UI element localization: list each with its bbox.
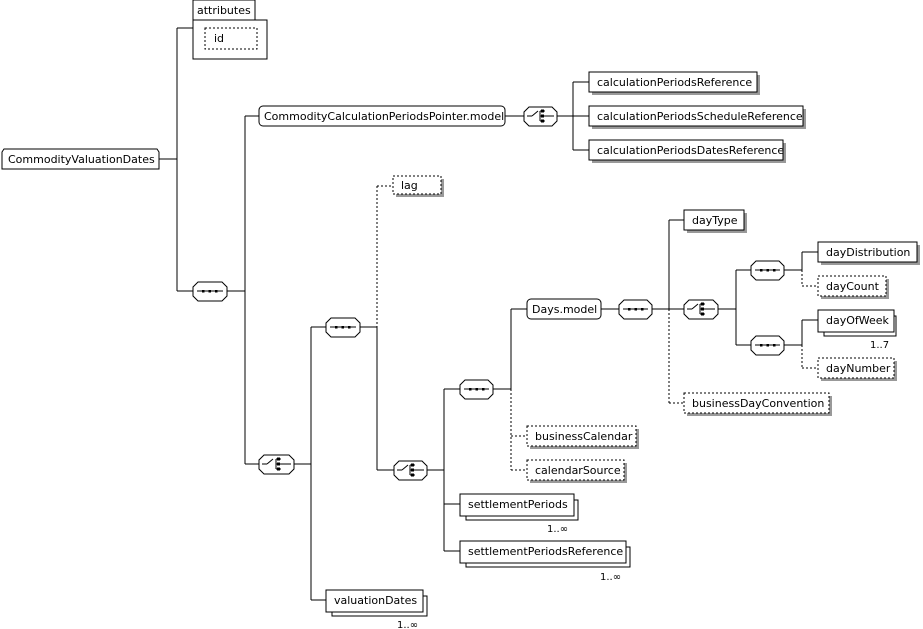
settlement-periods-label: settlementPeriods [468,498,568,511]
element-settlement-periods[interactable]: settlementPeriods 1..∞ [459,493,579,535]
sequence-compositor-days[interactable] [459,379,494,400]
day-type-label: dayType [692,214,738,227]
element-business-day-convention[interactable]: businessDayConvention [683,392,832,416]
element-calculation-periods-dates-reference[interactable]: calculationPeriodsDatesReference [588,139,786,163]
element-commodity-calculation-periods-pointer-model[interactable]: CommodityCalculationPeriodsPointer.model [258,105,506,127]
choice-compositor-days[interactable] [393,460,428,481]
element-calendar-source[interactable]: calendarSource [526,459,627,483]
calendar-source-label: calendarSource [535,464,621,477]
day-distribution-label: dayDistribution [826,246,910,259]
element-lag[interactable]: lag [392,175,444,197]
calculation-periods-schedule-reference-label: calculationPeriodsScheduleReference [597,110,803,123]
element-calculation-periods-schedule-reference[interactable]: calculationPeriodsScheduleReference [588,105,806,129]
day-number-label: dayNumber [826,362,891,375]
calculation-periods-reference-label: calculationPeriodsReference [597,76,752,89]
attributes-title: attributes [197,4,251,17]
attribute-id[interactable] [204,27,258,50]
settlement-periods-reference-label: settlementPeriodsReference [468,545,623,558]
element-days-model[interactable]: Days.model [526,298,602,320]
valuation-dates-label: valuationDates [334,594,417,607]
pointer-model-label: CommodityCalculationPeriodsPointer.model [264,110,504,123]
root-element-label: CommodityValuationDates [8,153,155,166]
connector-lines [159,27,818,601]
element-day-distribution[interactable]: dayDistribution [817,241,920,265]
element-calculation-periods-reference[interactable]: calculationPeriodsReference [588,71,760,95]
element-day-of-week[interactable]: dayOfWeek 1..7 [817,309,897,351]
root-element-commodity-valuation-dates[interactable]: CommodityValuationDates [1,148,160,170]
element-day-count[interactable]: dayCount [817,275,889,299]
element-day-type[interactable]: dayType [683,209,747,233]
sequence-compositor-day-of-week[interactable] [750,335,785,356]
lag-label: lag [401,179,418,192]
element-business-calendar[interactable]: businessCalendar [526,425,639,449]
day-count-label: dayCount [826,280,880,293]
settlement-periods-cardinality: 1..∞ [547,524,568,535]
calculation-periods-dates-reference-label: calculationPeriodsDatesReference [597,144,784,157]
element-settlement-periods-reference[interactable]: settlementPeriodsReference 1..∞ [459,540,631,583]
sequence-compositor-lag[interactable] [325,317,361,338]
day-of-week-cardinality: 1..7 [870,340,889,351]
sequence-compositor-root[interactable] [192,281,228,302]
attribute-id-label: id [214,32,224,45]
settlement-periods-reference-cardinality: 1..∞ [600,572,621,583]
element-day-number[interactable]: dayNumber [817,357,897,381]
choice-compositor-main[interactable] [258,454,295,475]
choice-compositor-pointer[interactable] [523,106,558,127]
valuation-dates-cardinality: 1..∞ [397,620,418,629]
element-valuation-dates[interactable]: valuationDates 1..∞ [325,589,428,629]
sequence-compositor-day-distribution[interactable] [750,260,785,281]
day-of-week-label: dayOfWeek [826,314,890,327]
sequence-compositor-days-model[interactable] [618,299,653,320]
choice-compositor-day-kind[interactable] [683,299,719,320]
attributes-panel: attributes id [192,0,268,60]
business-day-convention-label: businessDayConvention [692,397,824,410]
days-model-label: Days.model [532,303,597,316]
business-calendar-label: businessCalendar [535,430,633,443]
